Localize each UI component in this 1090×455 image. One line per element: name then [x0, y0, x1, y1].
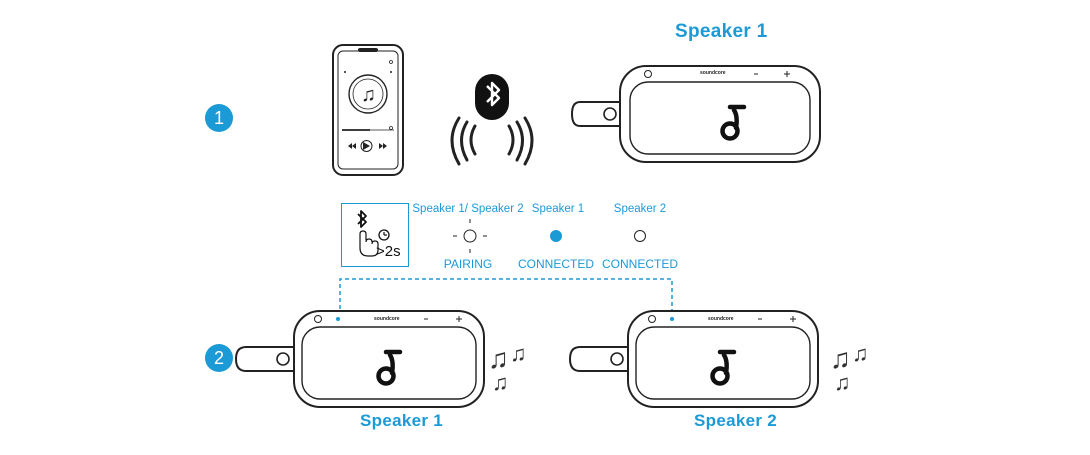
brand-text-top: soundcore: [700, 70, 726, 76]
speaker-2-bottom-illustration: [568, 310, 819, 408]
indicator-2-state-label: CONNECTED: [517, 257, 594, 271]
speaker-1-title-bottom: Speaker 1: [360, 411, 444, 430]
bluetooth-icon: [357, 210, 367, 228]
instruction-box: [341, 203, 409, 267]
music-notes-icon-left-3: ♫: [492, 370, 509, 395]
hand-press-icon: [359, 230, 379, 257]
speaker-2-title-bottom: Speaker 2: [694, 411, 778, 430]
speaker-1-top-illustration: [570, 65, 821, 163]
brand-text-bottom-right: soundcore: [708, 316, 734, 322]
music-notes-icon-right-2: ♫: [852, 341, 869, 366]
bluetooth-signal-illustration: [450, 74, 534, 166]
connected-solid-indicator: [550, 230, 562, 242]
phone-illustration: [332, 44, 404, 176]
step-2-badge: 2: [205, 344, 233, 372]
hold-duration-label: >2s: [376, 243, 401, 260]
indicator-3-top-label: Speaker 2: [613, 203, 667, 215]
connected-off-indicator: [634, 230, 646, 242]
indicator-2-top-label: Speaker 1: [531, 203, 585, 215]
speaker-1-bottom-illustration: [234, 310, 485, 408]
music-notes-icon-left-2: ♫: [510, 341, 527, 366]
music-notes-icon-left: ♫: [488, 343, 509, 374]
brand-text-bottom-left: soundcore: [374, 316, 400, 322]
music-notes-icon-right-3: ♫: [834, 370, 851, 395]
indicator-1-top-label: Speaker 1/ Speaker 2: [412, 203, 524, 215]
indicator-1-state-label: PAIRING: [443, 257, 493, 271]
instruction-icons: [357, 210, 390, 257]
step-1-badge: 1: [205, 104, 233, 132]
clock-icon: [378, 229, 390, 241]
indicator-3-state-label: CONNECTED: [601, 257, 678, 271]
speaker-1-title-top: Speaker 1: [675, 21, 768, 42]
music-notes-icon-right: ♫: [830, 343, 851, 374]
pairing-blinking-indicator: [453, 219, 487, 253]
dashed-link-connector: [339, 278, 673, 316]
music-note-icon: ♫: [361, 84, 376, 106]
